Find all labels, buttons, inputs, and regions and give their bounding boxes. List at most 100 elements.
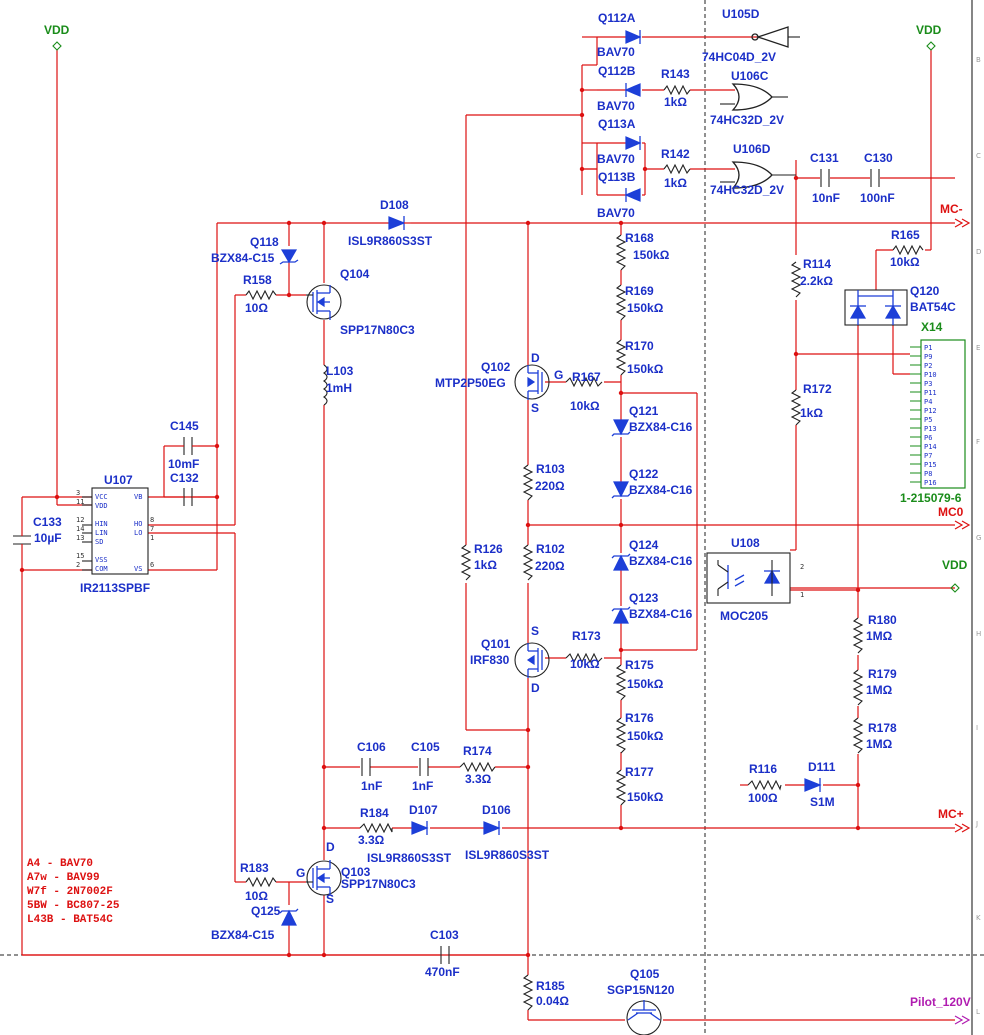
svg-text:S: S [531,624,539,638]
svg-text:SPP17N80C3: SPP17N80C3 [340,323,415,337]
svg-text:74HC04D_2V: 74HC04D_2V [702,50,776,64]
svg-text:150kΩ: 150kΩ [627,362,664,376]
svg-text:D106: D106 [482,803,511,817]
svg-text:R178: R178 [868,721,897,735]
svg-text:R180: R180 [868,613,897,627]
mosfet-q103: D G S Q103 SPP17N80C3 [296,840,416,906]
svg-text:ISL9R860S3ST: ISL9R860S3ST [348,234,433,248]
svg-text:R185: R185 [536,979,565,993]
connector-x14: X14 1-215079-6 P1 P9 P2 P10 P3 P11 P4 P1… [900,320,966,505]
vdd-port-left: VDD [44,23,70,51]
svg-text:Q102: Q102 [481,360,511,374]
svg-text:1nF: 1nF [361,779,382,793]
svg-text:ISL9R860S3ST: ISL9R860S3ST [367,851,452,865]
svg-text:U108: U108 [731,536,760,550]
svg-text:P15: P15 [924,461,937,469]
resistor-r169: R169 150kΩ [615,284,664,321]
svg-text:F: F [976,438,980,446]
diode-q112a: Q112A BAV70 [597,11,642,59]
svg-text:150kΩ: 150kΩ [627,677,664,691]
resistor-r103: R103 220Ω [522,462,565,501]
diode-q112b: Q112B BAV70 [597,64,641,113]
net-label-mc-minus: MC- [940,202,971,228]
svg-text:E: E [976,344,980,352]
zener-q124: Q124 BZX84-C16 [611,538,693,571]
svg-text:C: C [976,152,981,160]
svg-text:15: 15 [76,552,84,560]
svg-text:P11: P11 [924,389,937,397]
svg-text:X14: X14 [921,320,943,334]
resistor-r176: R176 150kΩ [615,711,664,754]
svg-text:R170: R170 [625,339,654,353]
svg-text:MOC205: MOC205 [720,609,768,623]
svg-text:R126: R126 [474,542,503,556]
svg-text:Q122: Q122 [629,467,659,481]
resistor-r114: R114 2.2kΩ [790,257,833,298]
svg-text:1kΩ: 1kΩ [474,558,497,572]
svg-text:R183: R183 [240,861,269,875]
svg-text:C130: C130 [864,151,893,165]
junctions [19,87,861,958]
svg-text:P12: P12 [924,407,937,415]
zener-q123: Q123 BZX84-C16 [611,591,693,624]
resistor-r172: R172 1kΩ [790,382,832,426]
svg-text:1kΩ: 1kΩ [664,95,687,109]
svg-text:P6: P6 [924,434,932,442]
svg-text:G: G [296,866,305,880]
svg-text:C132: C132 [170,471,199,485]
vdd-port-right: VDD [916,23,942,51]
svg-text:R175: R175 [625,658,654,672]
svg-text:L43B - BAT54C: L43B - BAT54C [27,914,113,926]
resistor-r167: R167 10kΩ [565,370,603,413]
svg-text:Q118: Q118 [250,235,279,249]
svg-text:P10: P10 [924,371,937,379]
svg-text:13: 13 [76,534,84,542]
svg-text:1: 1 [800,591,804,599]
svg-text:10nF: 10nF [812,191,840,205]
capacitor-c130: C130 100nF [860,151,895,205]
svg-text:R103: R103 [536,462,565,476]
svg-text:BZX84-C16: BZX84-C16 [629,554,693,568]
resistor-r126: R126 1kΩ [460,542,503,581]
svg-text:R173: R173 [572,629,601,643]
svg-text:7: 7 [150,525,154,533]
svg-text:74HC32D_2V: 74HC32D_2V [710,113,784,127]
capacitor-c131: C131 10nF [810,151,840,205]
svg-text:Q113A: Q113A [598,117,636,131]
svg-text:J: J [975,820,978,828]
svg-text:R167: R167 [572,370,601,384]
svg-text:L103: L103 [326,364,354,378]
svg-text:R176: R176 [625,711,654,725]
resistor-r178: R178 1MΩ [852,717,897,754]
svg-text:Q113B: Q113B [598,170,636,184]
svg-text:R116: R116 [749,762,777,776]
capacitor-c132: C132 [170,471,199,506]
svg-text:U107: U107 [104,473,133,487]
resistor-r170: R170 150kΩ [615,339,664,376]
mosfet-q102: D S G Q102 MTP2P50EG [435,351,563,415]
svg-text:1MΩ: 1MΩ [866,737,893,751]
svg-text:2: 2 [76,561,80,569]
svg-text:11: 11 [76,498,84,506]
svg-text:10kΩ: 10kΩ [570,399,600,413]
resistor-r184: R184 3.3Ω [358,806,393,847]
mosfet-q104: Q104 SPP17N80C3 [306,267,415,337]
net-label-mc-zero: MC0 [938,505,971,530]
svg-text:SPP17N80C3: SPP17N80C3 [341,877,416,891]
ic-u107: U107 IR2113SPBF VCC VDD HIN LIN SD VSS C… [76,473,154,595]
svg-text:Q124: Q124 [629,538,659,552]
resistor-r175: R175 150kΩ [615,658,664,701]
resistor-r174: R174 3.3Ω [459,744,496,786]
svg-text:1kΩ: 1kΩ [664,176,687,190]
igbt-q105: Q105 SGP15N120 [607,967,675,1035]
resistor-r143: R143 1kΩ [661,67,691,109]
svg-text:BAV70: BAV70 [597,99,635,113]
svg-text:220Ω: 220Ω [535,559,565,573]
svg-text:R102: R102 [536,542,565,556]
svg-text:P14: P14 [924,443,937,451]
svg-text:R174: R174 [463,744,492,758]
svg-text:C133: C133 [33,515,62,529]
svg-text:R165: R165 [891,228,920,242]
resistor-r142: R142 1kΩ [661,147,691,190]
svg-text:P3: P3 [924,380,932,388]
